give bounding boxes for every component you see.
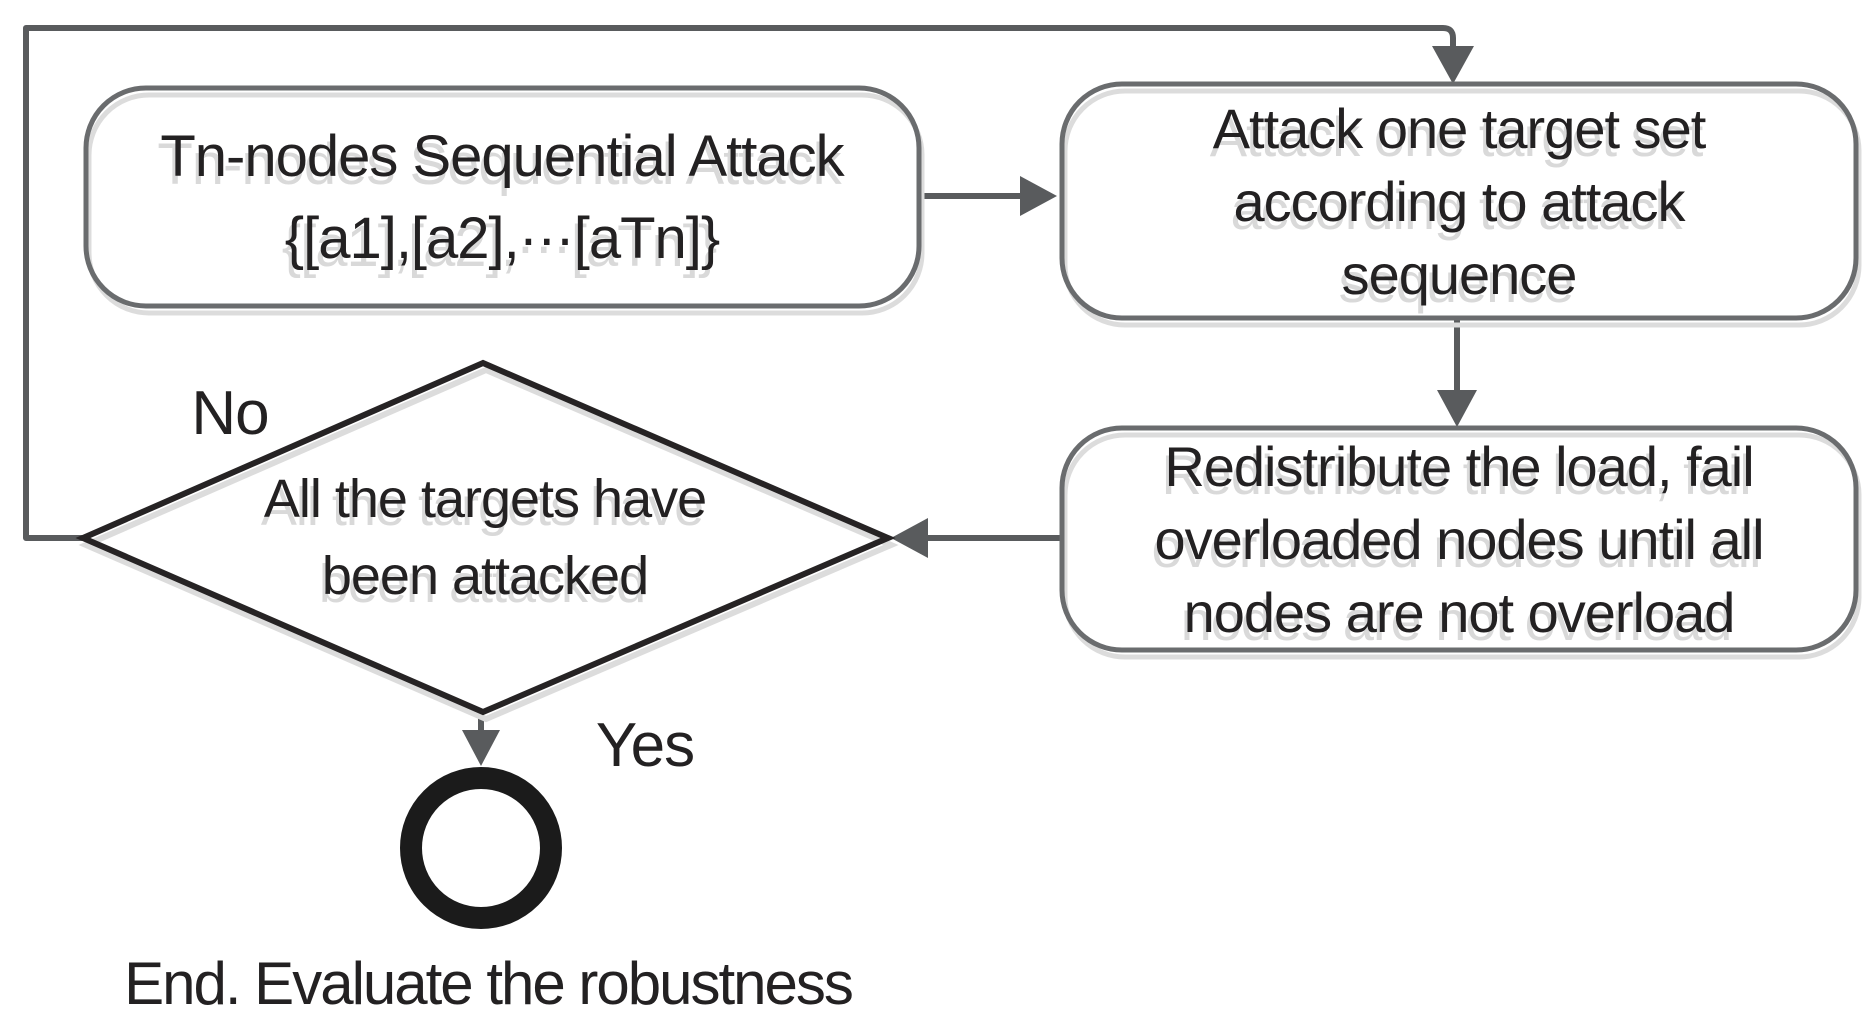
decision-node-line2: been attacked [321,546,649,606]
end-circle [400,767,562,929]
decision-node-line1: All the targets have [263,469,707,529]
end-node-label: End. Evaluate the robustness [124,949,854,1017]
redistribute-node-box [1059,425,1859,653]
arrowhead-start-to-attack [1020,176,1057,216]
edge-label-no: No [191,378,269,448]
start-node-line1: Tn-nodes Sequential Attack [160,124,844,189]
redistribute-node-line2: overloaded nodes until all [1154,507,1764,571]
redistribute-node-line1: Redistribute the load, fail [1164,434,1754,498]
arrowhead-redistribute-to-decision [891,518,928,558]
decision-node-text: All the targets have been attacked [185,460,785,616]
attack-node-line2: according to attack [1233,169,1685,233]
start-node-text: Tn-nodes Sequential Attack {[a1],[a2],··… [90,92,914,304]
attack-node-text: Attack one target set according to attac… [1066,88,1852,314]
attack-node-line1: Attack one target set [1212,96,1707,160]
edge-no-feedback-path [23,25,1456,541]
edge-no-feedback-loop [23,25,1456,541]
decision-diamond [75,359,896,716]
arrowhead-into-attack-box [1432,46,1474,84]
attack-node-line3: sequence [1341,242,1578,306]
edge-label-yes: Yes [595,710,695,780]
start-node-line2: {[a1],[a2],···[aTn]} [284,206,721,271]
arrowhead-decision-to-end [462,730,500,766]
attack-node-box [1059,81,1859,321]
arrowhead-attack-to-redistribute [1437,390,1477,427]
redistribute-node-text: Redistribute the load, fail overloaded n… [1066,432,1852,646]
start-node-box [83,85,922,309]
redistribute-node-line3: nodes are not overload [1183,580,1736,644]
